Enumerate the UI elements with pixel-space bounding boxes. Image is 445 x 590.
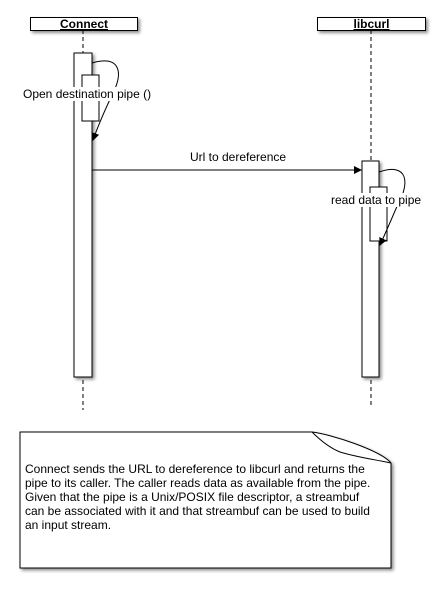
note-shape [19,431,392,569]
libcurl-lifeline-label: libcurl [353,17,390,31]
connect-lifeline-head: Connect [30,17,138,31]
self-call-connect-label: Open destination pipe () [23,87,152,101]
connect-lifeline-label: Connect [60,17,108,31]
note-folded-corner [311,431,392,464]
connect-activation-bar [73,52,93,378]
self-call-libcurl-label: read data to pipe [331,193,422,207]
note-text: Connect sends the URL to dereference to … [25,462,371,532]
libcurl-lifeline-head: libcurl [317,17,426,31]
url-message-label: Url to dereference [190,150,287,164]
